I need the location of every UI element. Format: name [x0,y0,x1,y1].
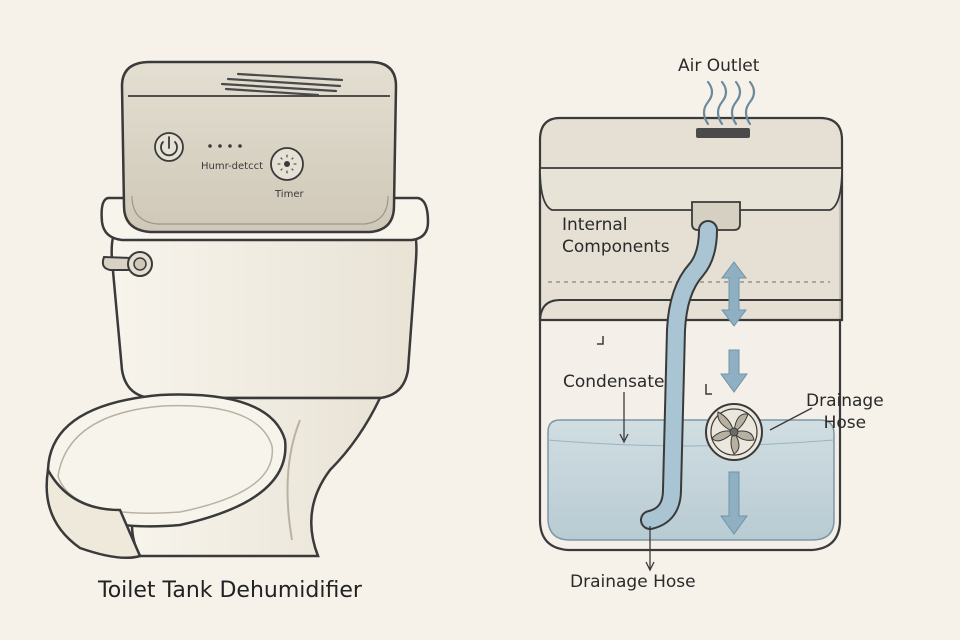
leader-lines [619,392,813,572]
air-outlet-slot [696,128,750,138]
indicator-lights [208,144,242,148]
sun-dial-icon [277,154,297,174]
toilet-illustration [45,196,430,559]
drainage-hose-bottom-label: Drainage Hose [570,572,696,592]
dehumidifier-device [120,60,398,234]
cutaway-diagram [538,80,844,572]
power-button[interactable] [154,132,184,162]
airflow-wave-icon [702,80,756,126]
power-icon [160,141,178,157]
toilet-tank [110,223,418,400]
device-timer-label: Timer [275,189,304,200]
timer-button[interactable] [270,147,304,181]
water-reservoir [547,419,835,541]
device-body [120,60,398,234]
left-figure-title: Toilet Tank Dehumidifier [98,578,362,603]
drainage-hose-side-label: Drainage Hose [806,391,884,434]
device-vent [220,72,344,97]
internal-components-label: Internal Components [562,215,670,258]
fan-icon [705,403,763,461]
flush-handle [101,251,153,277]
device-mode-label: Humr-detcct [201,161,264,172]
flow-arrow-icon [720,261,748,535]
condensate-label: Condensate [563,372,665,392]
air-outlet-label: Air Outlet [678,56,760,76]
